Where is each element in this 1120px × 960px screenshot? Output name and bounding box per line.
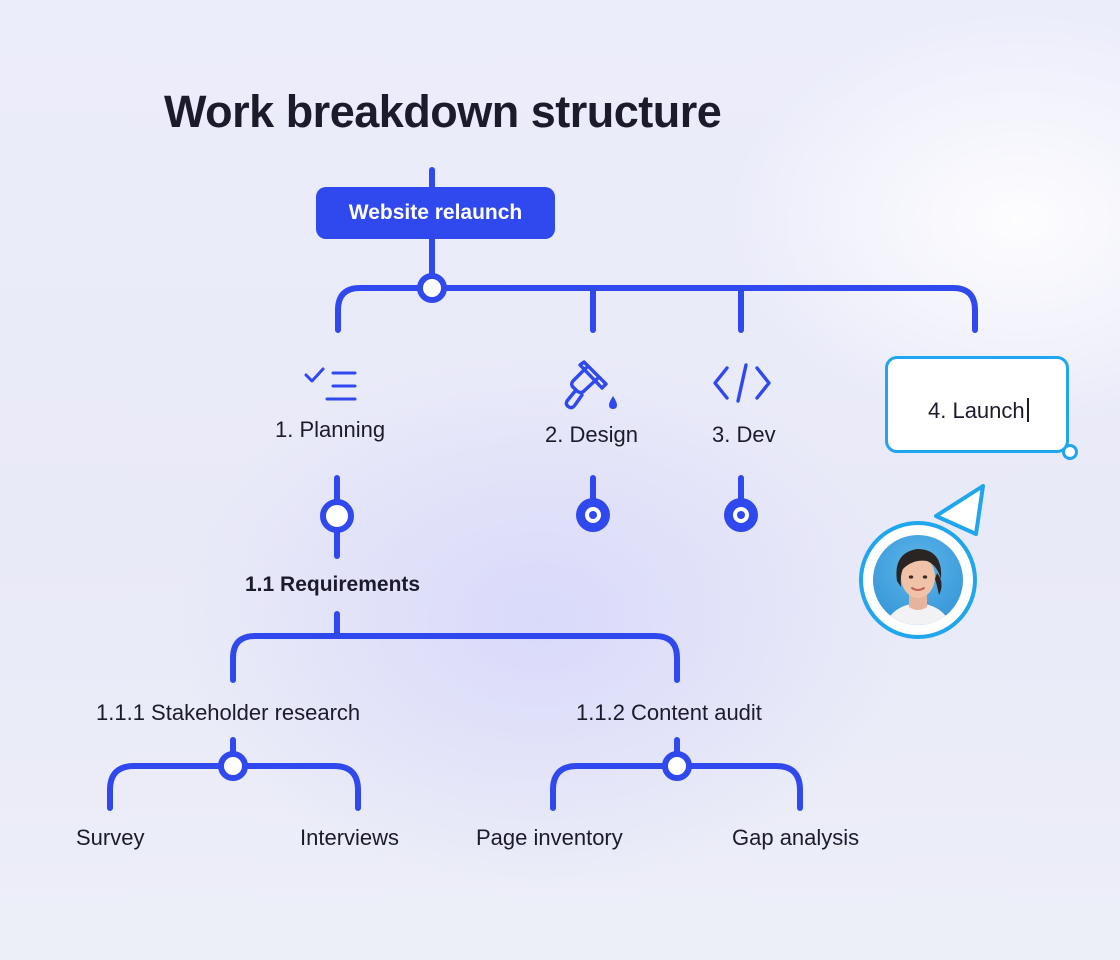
leaf-page-inventory-label[interactable]: Page inventory (476, 825, 623, 850)
resize-handle[interactable] (1062, 444, 1078, 460)
stakeholder-junction-node (218, 751, 248, 781)
page-title: Work breakdown structure (164, 86, 722, 137)
paint-brush-icon (564, 360, 617, 410)
node-content-audit-label[interactable]: 1.1.2 Content audit (576, 700, 762, 725)
collaborator-cursor (859, 521, 977, 639)
code-icon (713, 363, 771, 403)
main-bracket (335, 285, 978, 333)
checklist-icon (304, 367, 357, 401)
branch-launch-edit-box[interactable]: 4. Launch (885, 356, 1069, 453)
branch-design-label[interactable]: 2. Design (545, 422, 638, 447)
branch-planning-label[interactable]: 1. Planning (275, 417, 386, 442)
node-requirements-label[interactable]: 1.1 Requirements (245, 573, 421, 596)
leaf-survey-label[interactable]: Survey (76, 825, 145, 850)
node-stakeholder-research-label[interactable]: 1.1.1 Stakeholder research (96, 700, 361, 725)
dev-collapsed-node (724, 498, 758, 532)
leaf-interviews-label[interactable]: Interviews (300, 825, 400, 850)
branch-dev-label[interactable]: 3. Dev (712, 422, 776, 447)
text-caret (1026, 398, 1029, 422)
content-audit-junction-node (662, 751, 692, 781)
avatar (873, 535, 963, 625)
branch-launch-label[interactable]: 4. Launch (928, 398, 1029, 424)
pointer-arrow-icon (934, 484, 985, 536)
design-collapsed-node (576, 498, 610, 532)
root-junction-node (417, 273, 447, 303)
leaf-gap-analysis-label[interactable]: Gap analysis (732, 825, 860, 850)
requirements-bracket (230, 633, 680, 683)
planning-node (320, 499, 354, 533)
root-node-website-relaunch[interactable]: Website relaunch (316, 187, 555, 239)
